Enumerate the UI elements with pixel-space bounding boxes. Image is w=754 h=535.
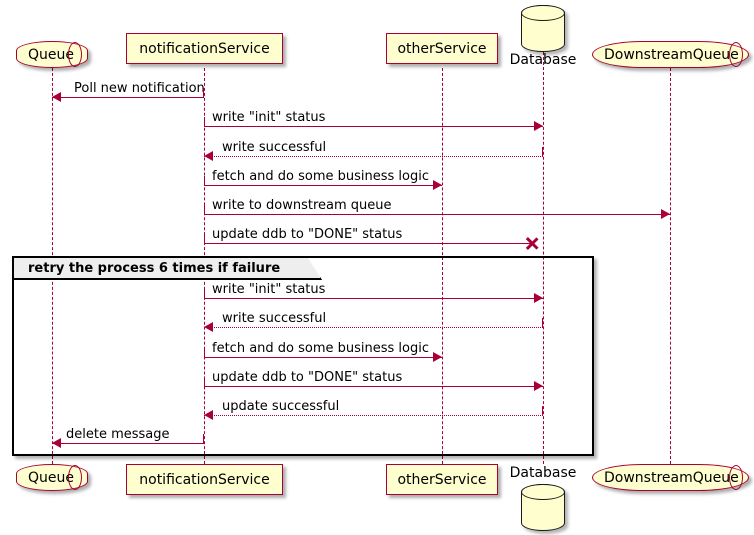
message-line-m3 — [204, 156, 543, 157]
participant-downstreamqueue-bottom-label: DownstreamQueue — [604, 469, 739, 486]
participant-notificationservice-top-label: notificationService — [139, 40, 270, 57]
message-stub-m7 — [204, 289, 205, 299]
message-label-m7: write "init" status — [212, 282, 326, 297]
message-arrowhead-m4 — [433, 180, 442, 190]
message-stub-m3 — [542, 147, 543, 157]
lifeline-downstreamqueue — [670, 68, 671, 464]
group-frame-retry — [12, 256, 594, 456]
message-stub-m9 — [204, 348, 205, 358]
message-line-m11 — [204, 415, 543, 416]
message-stub-m1 — [203, 88, 204, 98]
message-label-m10: update ddb to "DONE" status — [212, 370, 403, 385]
participant-database-bottom-label: Database — [509, 465, 577, 481]
message-label-m11: update successful — [222, 399, 340, 414]
message-stub-m6 — [204, 234, 205, 244]
database-top-ellipse — [521, 5, 565, 21]
participant-notificationservice-top[interactable]: notificationService — [126, 33, 283, 64]
message-line-m4 — [204, 185, 442, 186]
message-line-m5 — [204, 214, 670, 215]
participant-downstreamqueue-bottom[interactable]: DownstreamQueue — [592, 464, 749, 491]
message-line-m1 — [52, 97, 204, 98]
participant-queue-bottom-label: Queue — [28, 469, 74, 486]
participant-downstreamqueue-top[interactable]: DownstreamQueue — [592, 41, 749, 68]
participant-otherservice-bottom[interactable]: otherService — [386, 464, 498, 495]
message-label-m3: write successful — [222, 140, 327, 155]
message-arrowhead-m8 — [204, 322, 213, 332]
message-arrowhead-m7 — [534, 293, 543, 303]
participant-database-top-label: Database — [509, 52, 577, 68]
database-bottom-ellipse — [521, 484, 565, 500]
participant-queue-top-label: Queue — [28, 46, 74, 63]
message-line-m8 — [204, 327, 543, 328]
message-stub-m8 — [542, 318, 543, 328]
message-label-m2: write "init" status — [212, 110, 326, 125]
message-stub-m2 — [204, 117, 205, 127]
message-label-m12: delete message — [66, 427, 170, 442]
message-arrowhead-m11 — [204, 410, 213, 420]
message-stub-m11 — [542, 406, 543, 416]
participant-queue-bottom[interactable]: Queue — [16, 464, 88, 491]
message-stub-m10 — [204, 377, 205, 387]
message-stub-m12 — [203, 434, 204, 444]
message-label-m8: write successful — [222, 311, 327, 326]
participant-otherservice-top-label: otherService — [397, 40, 487, 57]
message-line-m10 — [204, 386, 543, 387]
message-arrowhead-m5 — [661, 209, 670, 219]
message-label-m6: update ddb to "DONE" status — [212, 227, 403, 242]
message-arrowhead-m1 — [52, 92, 61, 102]
message-label-m4: fetch and do some business logic — [212, 169, 430, 184]
message-line-m2 — [204, 126, 543, 127]
message-label-m9: fetch and do some business logic — [212, 341, 430, 356]
group-label-retry-text: retry the process 6 times if failure — [28, 260, 281, 276]
message-stub-m5 — [204, 205, 205, 215]
message-arrowhead-m9 — [433, 352, 442, 362]
participant-queue-top[interactable]: Queue — [16, 41, 88, 68]
lifeline-database — [543, 52, 544, 464]
participant-otherservice-bottom-label: otherService — [397, 471, 487, 488]
message-line-m7 — [204, 298, 543, 299]
participant-downstreamqueue-top-label: DownstreamQueue — [604, 46, 739, 63]
message-line-m6 — [204, 243, 531, 244]
message-label-m5: write to downstream queue — [212, 198, 392, 213]
group-label-retry: retry the process 6 times if failure — [14, 258, 322, 280]
message-arrowhead-m12 — [52, 438, 61, 448]
message-arrowhead-m2 — [534, 121, 543, 131]
message-arrowhead-m10 — [534, 381, 543, 391]
participant-notificationservice-bottom-label: notificationService — [139, 471, 270, 488]
destroy-marker-icon — [524, 236, 539, 251]
participant-otherservice-top[interactable]: otherService — [386, 33, 498, 64]
message-line-m12 — [52, 443, 204, 444]
message-line-m9 — [204, 357, 442, 358]
lifeline-otherservice — [442, 68, 443, 464]
message-label-m1: Poll new notification — [74, 81, 205, 96]
message-stub-m4 — [204, 176, 205, 186]
participant-notificationservice-bottom[interactable]: notificationService — [126, 464, 283, 495]
message-arrowhead-m3 — [204, 151, 213, 161]
